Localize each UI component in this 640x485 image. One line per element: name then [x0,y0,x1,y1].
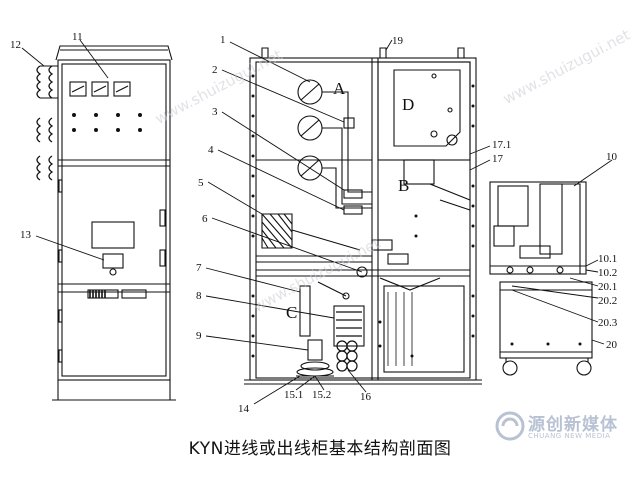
callout-7: 7 [196,262,202,274]
callout-20-2: 20.2 [598,295,617,307]
zone-d-label: D [402,95,414,114]
callout-14: 14 [238,403,250,415]
callout-17: 17 [492,153,504,165]
callout-15-1: 15.1 [284,389,303,401]
callout-15-2: 15.2 [312,389,331,401]
callout-12: 12 [10,39,21,51]
callout-8: 8 [196,290,202,302]
callout-4: 4 [208,144,214,156]
zone-c-label: C [286,303,297,322]
section-view-cabinet [244,47,482,385]
callout-19: 19 [392,35,404,47]
callout-10-2: 10.2 [598,267,617,279]
callout-1: 1 [220,34,226,46]
zone-b-label: B [398,176,409,195]
callout-20: 20 [606,339,618,351]
callout-6: 6 [202,213,208,225]
zone-a-label: A [333,79,346,98]
callout-16: 16 [360,391,372,403]
callout-labels: 12 11 13 1 2 3 4 5 6 7 8 9 14 15.1 15.2 … [10,31,618,415]
brand-logo: 源创新媒体 CHUANG NEW MEDIA [494,408,634,452]
leader-lines [21,39,613,405]
callout-20-3: 20.3 [598,317,618,329]
callout-17-1: 17.1 [492,139,511,151]
front-view-cabinet [36,45,176,401]
callout-3: 3 [212,106,218,118]
callout-11: 11 [72,31,83,43]
callout-20-1: 20.1 [598,281,617,293]
brand-name: 源创新媒体 [528,415,618,435]
callout-10-1: 10.1 [598,253,617,265]
callout-10: 10 [606,151,618,163]
brand-subtitle: CHUANG NEW MEDIA [528,432,611,440]
brand-mark-icon [495,411,525,441]
callout-13: 13 [20,229,32,241]
callout-2: 2 [212,64,218,76]
callout-9: 9 [196,330,202,342]
callout-5: 5 [198,177,204,189]
circuit-breaker-truck [489,181,593,376]
figure-caption: KYN进线或出线柜基本结构剖面图 [188,439,452,459]
